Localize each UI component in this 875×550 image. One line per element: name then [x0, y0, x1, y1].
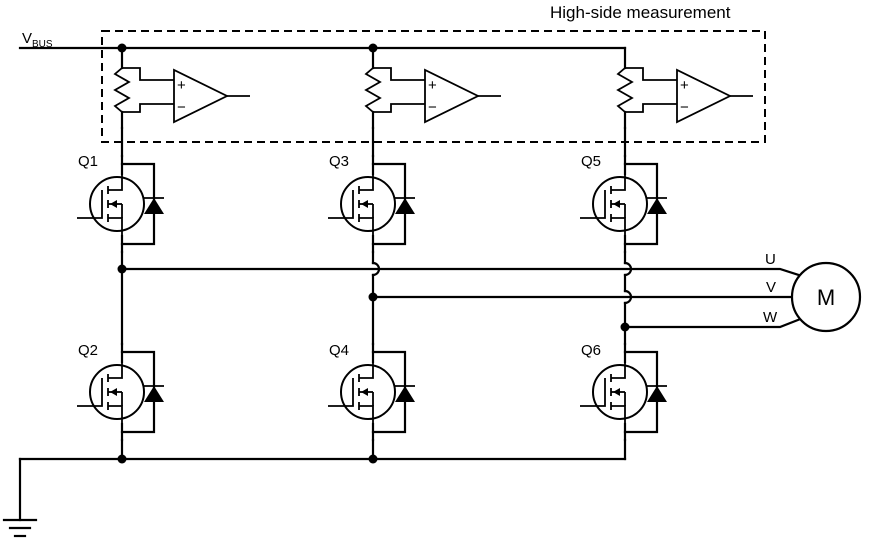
- q3-label: Q3: [329, 153, 349, 170]
- svg-text:+: +: [680, 77, 689, 94]
- opamp-pins: + − + − + −: [177, 77, 689, 116]
- phase-u-line: [120, 267, 810, 280]
- vbus-label: VBUS: [22, 30, 53, 50]
- q2-label: Q2: [78, 342, 98, 359]
- phase-w-line: [623, 314, 810, 329]
- mosfet-q1: [75, 154, 166, 254]
- ground-icon: [2, 518, 38, 538]
- motor-label: M: [817, 285, 835, 310]
- leg-2: [326, 46, 503, 461]
- measurement-title: High-side measurement: [550, 3, 731, 22]
- phase-w-label: W: [763, 309, 778, 326]
- mosfet-q3: [326, 154, 417, 254]
- junctions: [117, 43, 630, 464]
- svg-text:−: −: [680, 99, 689, 116]
- q1-label: Q1: [78, 153, 98, 170]
- svg-text:+: +: [428, 77, 437, 94]
- q4-label: Q4: [329, 342, 349, 359]
- svg-text:+: +: [177, 77, 186, 94]
- svg-text:−: −: [428, 99, 437, 116]
- leg-3: [578, 46, 755, 461]
- phase-v-label: V: [766, 279, 776, 296]
- q6-label: Q6: [581, 342, 601, 359]
- svg-text:−: −: [177, 99, 186, 116]
- motor-symbol: [790, 261, 862, 333]
- q5-label: Q5: [581, 153, 601, 170]
- mosfet-q5: [578, 154, 669, 254]
- phase-u-label: U: [765, 251, 776, 268]
- measurement-box: [101, 30, 766, 143]
